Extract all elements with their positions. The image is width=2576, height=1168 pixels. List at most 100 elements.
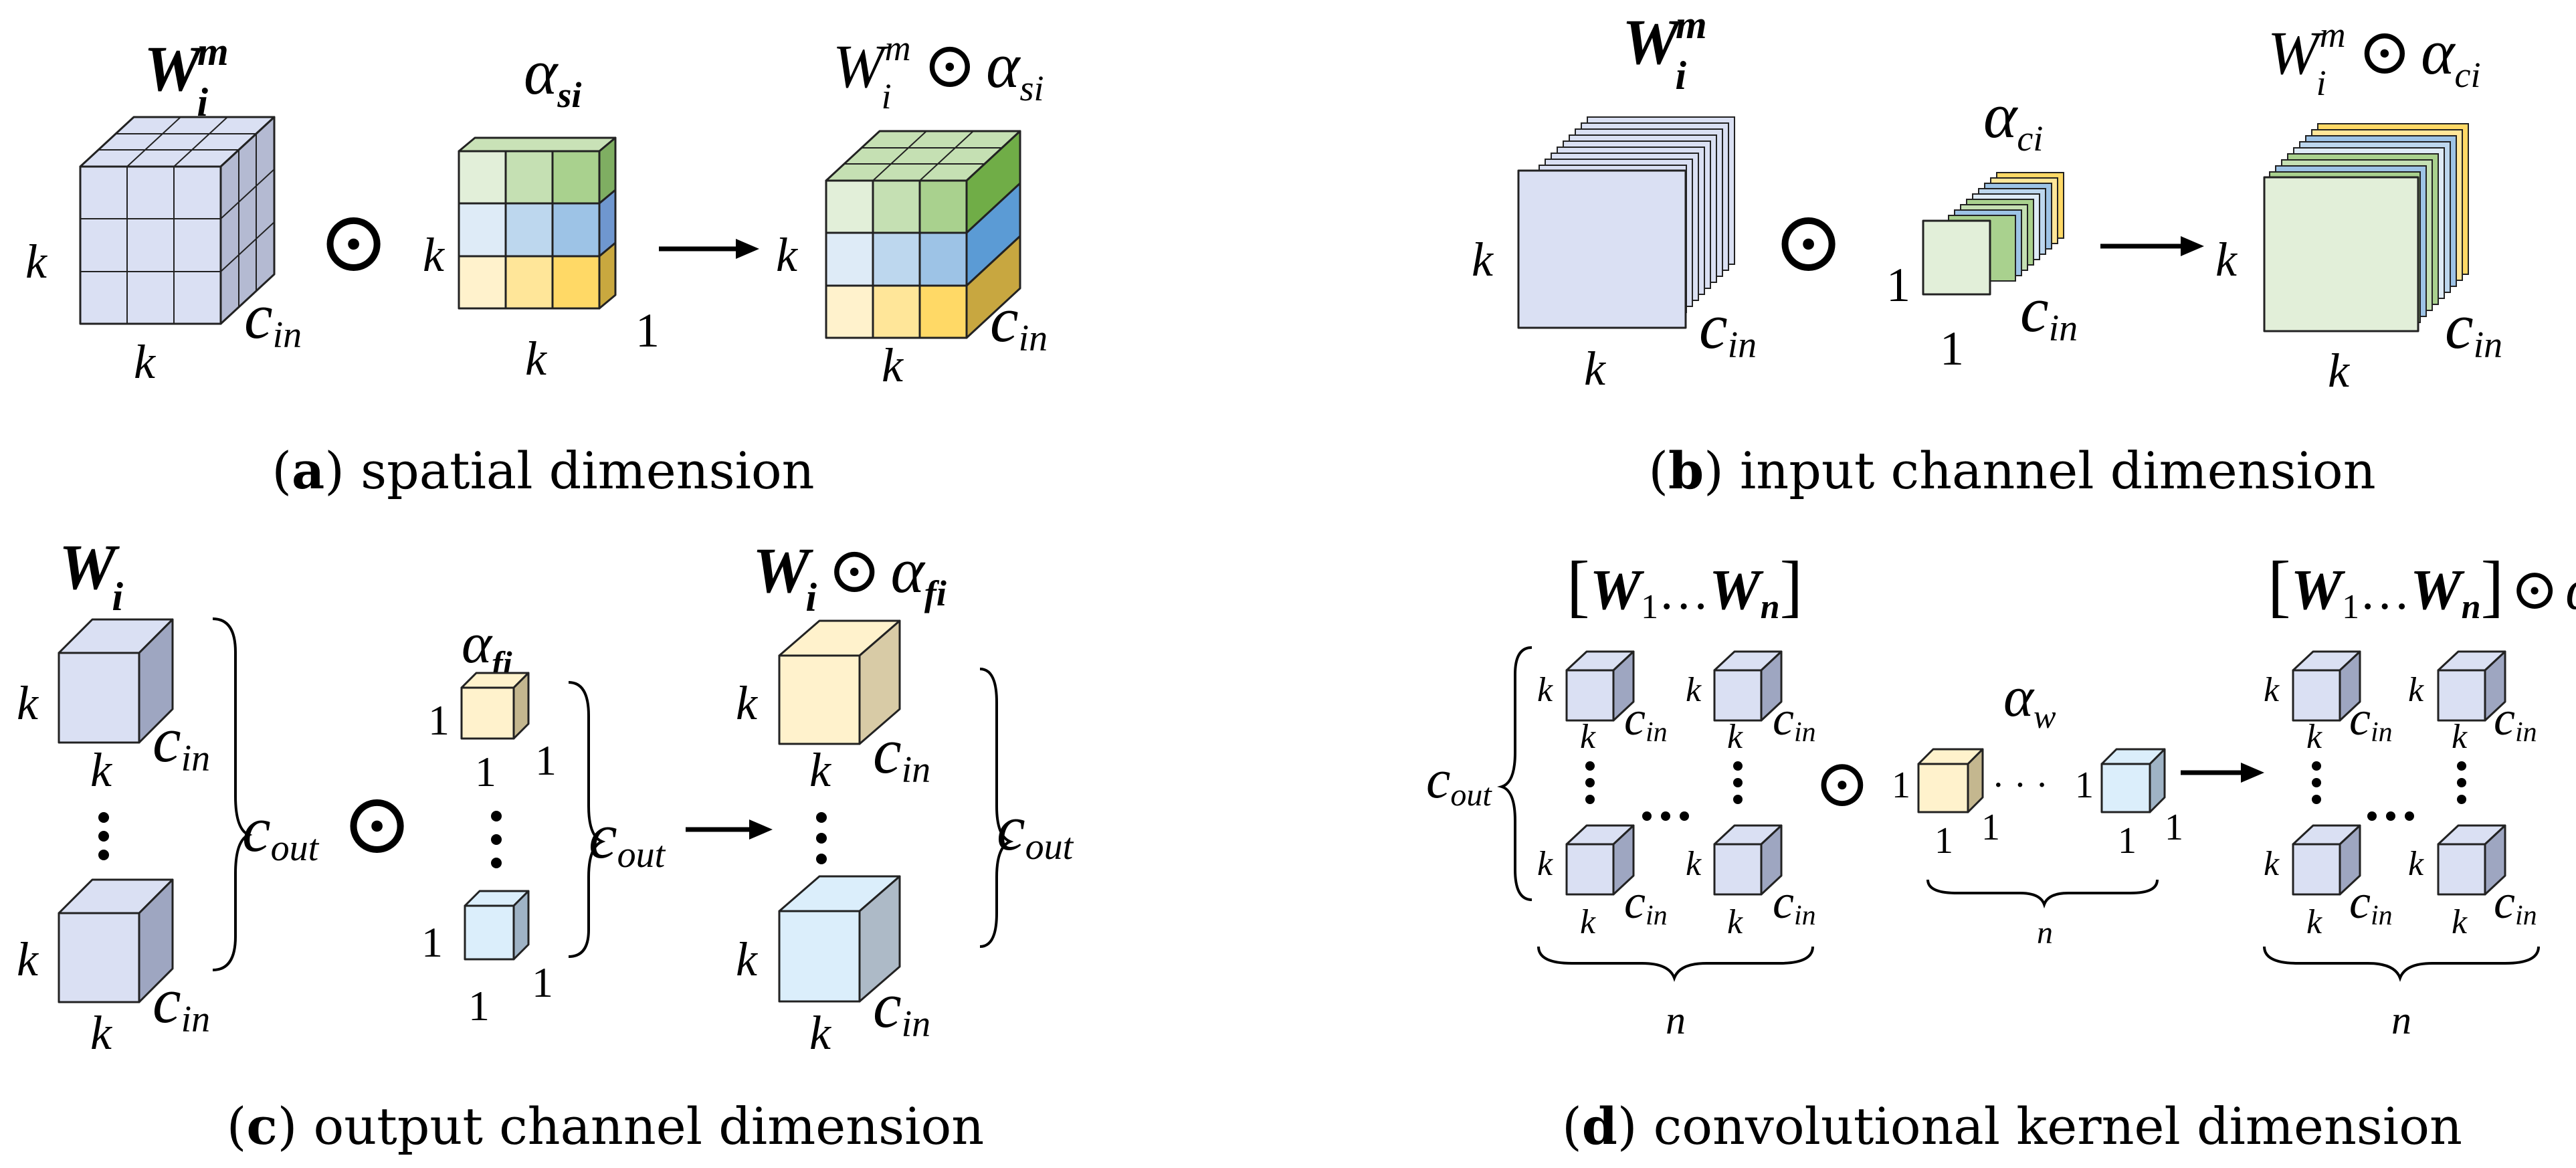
panel-b-result-k-left: k (2215, 233, 2238, 286)
panel-a-result-label: Wim⊙αsi (833, 28, 1044, 116)
panel-b-result-stack (2263, 123, 2469, 332)
panel-d-weights-label: [W1…Wn] (1567, 547, 1803, 626)
panel-d-n-label-right: n (2391, 998, 2411, 1042)
panel-c-result-cube-bottom (778, 875, 901, 1003)
panel-c-cout-label-2: cout (589, 800, 666, 876)
panel-d-alpha-first-one-depth: 1 (1981, 807, 2000, 848)
panel-d-result-cube-3 (2292, 824, 2361, 896)
panel-d-r2-k-bottom: k (2452, 718, 2468, 756)
panel-c-odot-operator: ⊙ (341, 777, 413, 872)
panel-d-r2-cin: cin (2494, 692, 2537, 748)
panel-c-alpha-bottom-one-bottom: 1 (468, 982, 490, 1030)
panel-d-w1-k-bottom: k (1580, 718, 1596, 756)
panel-d-r4-k-bottom: k (2452, 903, 2468, 941)
panel-d-r1-cin: cin (2349, 692, 2393, 748)
panel-d-r1-k-bottom: k (2306, 718, 2322, 756)
panel-c-alpha-cube-top (460, 672, 530, 740)
panel-c-top-k-left: k (17, 676, 39, 730)
panel-c-bottom-cin-label: cin (153, 965, 210, 1040)
panel-b-result-label: Wim⊙αci (2268, 15, 2480, 103)
panel-d-grid-dots-left (1585, 761, 1743, 821)
panel-d-r3-k-left: k (2264, 845, 2280, 883)
panel-d-n-brace-left (1537, 946, 1814, 982)
panel-c-alpha-bottom-one-left: 1 (421, 918, 443, 966)
panel-d-alpha-last-one-depth: 1 (2165, 807, 2183, 848)
panel-a-odot-operator: ⊙ (318, 195, 389, 290)
panel-d-grid-dots-right (2312, 761, 2466, 821)
panel-c-result-label: Wi⊙αfi (753, 534, 947, 619)
panel-d-n-label-alpha: n (2037, 915, 2053, 951)
panel-d-result-cube-1 (2292, 650, 2361, 722)
panel-d-cout-brace (1497, 646, 1532, 901)
panel-a-weight-cube (79, 116, 276, 325)
panel-d-weight-cube-3 (1565, 824, 1635, 896)
panel-d-weight-cube-4 (1713, 824, 1783, 896)
panel-d-w1-cin: cin (1624, 692, 1668, 748)
panel-a-result-cin-label: cin (990, 284, 1048, 359)
panel-c-bottom-k-left: k (17, 933, 39, 986)
panel-b-input-channel-dimension: Wim k k cin ⊙ αci (1472, 3, 2502, 500)
panel-d-alpha-last-one-left: 1 (2075, 765, 2094, 806)
panel-b-alpha-stack (1922, 172, 2064, 296)
panel-d-n-brace-alpha (1926, 879, 2159, 908)
panel-d-weight-cube-2 (1713, 650, 1783, 722)
panel-a-alpha-label: αsi (524, 36, 581, 115)
panel-b-alpha-one-left: 1 (1886, 258, 1910, 312)
panel-c-weight-label: Wi (59, 531, 123, 619)
panel-a-alpha-slab (458, 136, 617, 310)
panel-d-w3-k-left: k (1537, 845, 1553, 883)
panel-c-brace-result (979, 668, 1014, 948)
panel-c-top-cin-label: cin (153, 704, 210, 779)
panel-d-w1-k-left: k (1537, 671, 1553, 709)
panel-d-w4-k-bottom: k (1727, 903, 1743, 941)
panel-a-alpha-k-left: k (423, 228, 445, 282)
panel-c-result-cube-top (778, 619, 901, 745)
panel-d-result-cube-4 (2437, 824, 2506, 896)
panel-c-weight-cube-top (58, 618, 174, 744)
panel-a-spatial-dimension: Wim k k cin ⊙ αsi (25, 28, 1048, 500)
panel-c-top-k-bottom: k (90, 743, 113, 797)
panel-d-result-label: [W1…Wn]⊙αw (2268, 547, 2576, 627)
panel-d-w3-cin: cin (1624, 875, 1668, 931)
panel-a-result-k-left: k (776, 228, 799, 282)
panel-c-result-bottom-cin-label: cin (873, 969, 930, 1045)
panel-a-weight-label: Wim (144, 29, 229, 124)
panel-c-brace-weights (212, 617, 253, 971)
panel-c-result-bottom-k-left: k (736, 933, 759, 986)
panel-d-alpha-last-one-bottom: 1 (2118, 820, 2137, 862)
panel-c-alpha-label: αfi (462, 611, 512, 682)
panel-c-alpha-top-one-depth: 1 (535, 737, 557, 784)
panel-a-alpha-k-bottom: k (525, 332, 548, 385)
panel-d-n-brace-right (2263, 946, 2540, 982)
panel-b-alpha-cin-label: cin (2020, 274, 2078, 349)
panel-d-caption: (d) convolutional kernel dimension (1562, 1096, 2462, 1156)
panel-d-odot-operator: ⊙ (1814, 747, 1870, 821)
panel-b-caption: (b) input channel dimension (1648, 441, 2375, 500)
panel-b-alpha-one-bottom: 1 (1940, 322, 1964, 375)
panel-b-result-k-bottom: k (2328, 344, 2351, 397)
panel-d-alpha-cube-first (1917, 748, 1984, 813)
panel-c-alpha-top-one-bottom: 1 (475, 748, 496, 795)
panel-d-w2-k-bottom: k (1727, 718, 1743, 756)
panel-c-result-top-cin-label: cin (873, 715, 930, 791)
panel-d-r4-k-left: k (2408, 845, 2424, 883)
panel-d-r3-cin: cin (2349, 875, 2393, 931)
panel-a-caption: (a) spatial dimension (272, 441, 814, 500)
panel-d-result-cube-2 (2437, 650, 2506, 722)
panel-b-k-left: k (1472, 233, 1494, 286)
panel-c-cout-label-1: cout (242, 793, 320, 869)
panel-d-r1-k-left: k (2264, 671, 2280, 709)
panel-d-w3-k-bottom: k (1580, 903, 1596, 941)
panel-d-alpha-first-one-bottom: 1 (1935, 820, 1953, 862)
panel-b-alpha-label: αci (1983, 80, 2043, 159)
panel-c-output-channel-dimension: Wi k k cin k k cin (17, 531, 1074, 1156)
panel-a-k-bottom: k (134, 335, 157, 389)
panel-d-alpha-first-one-left: 1 (1892, 765, 1910, 806)
panel-a-result-cube (825, 130, 1021, 339)
panel-c-cout-label-3: cout (997, 792, 1074, 868)
panel-a-alpha-depth-one: 1 (635, 304, 660, 357)
panel-c-bottom-k-bottom: k (90, 1006, 113, 1060)
panel-b-weight-label: Wim (1622, 3, 1707, 98)
panel-a-result-k-bottom: k (882, 338, 904, 392)
